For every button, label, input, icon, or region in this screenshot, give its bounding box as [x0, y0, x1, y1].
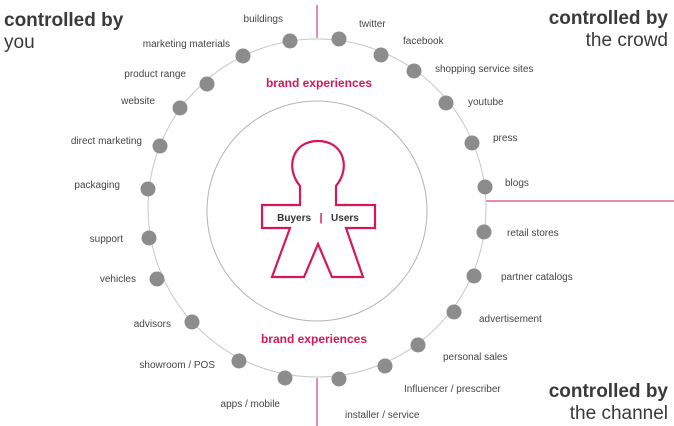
- corner-crowd-regular: the crowd: [585, 30, 668, 51]
- touchpoint-label: Influencer / prescriber: [404, 384, 501, 395]
- brand-experiences-bottom: brand experiences: [261, 332, 367, 346]
- touchpoint-dot: [477, 179, 493, 195]
- touchpoint-dot: [282, 33, 298, 49]
- inner-ring: [206, 100, 428, 322]
- touchpoint-dots: [140, 31, 493, 387]
- touchpoint-dot: [184, 314, 200, 330]
- corner-channel-bold: controlled by: [548, 381, 668, 402]
- touchpoint-dot: [377, 358, 393, 374]
- touchpoint-label: advertisement: [479, 314, 542, 325]
- corner-label-you: controlled by you: [4, 10, 123, 54]
- corner-label-crowd: controlled by the crowd: [549, 8, 668, 52]
- touchpoint-label: vehicles: [100, 274, 136, 285]
- corner-you-bold: controlled by: [4, 10, 124, 31]
- touchpoint-label: product range: [124, 69, 186, 80]
- center-label-buyers: Buyers: [277, 213, 311, 224]
- touchpoint-dot: [149, 271, 165, 287]
- touchpoint-label: apps / mobile: [221, 399, 281, 410]
- touchpoint-labels: buildings marketing materials product rang…: [71, 14, 573, 421]
- touchpoint-label: press: [493, 133, 517, 144]
- center-label: Buyers | Users: [277, 208, 359, 225]
- touchpoint-dot: [476, 224, 492, 240]
- touchpoint-dot: [199, 76, 215, 92]
- touchpoint-label: partner catalogs: [501, 272, 573, 283]
- outer-ring: [147, 38, 487, 378]
- corner-label-channel: controlled by the channel: [549, 381, 668, 425]
- corner-crowd-bold: controlled by: [548, 8, 668, 29]
- touchpoint-dot: [410, 337, 426, 353]
- corner-you-regular: you: [4, 32, 35, 53]
- touchpoint-dot: [331, 31, 347, 47]
- touchpoint-dot: [172, 100, 188, 116]
- touchpoint-dot: [464, 135, 480, 151]
- touchpoint-label: direct marketing: [71, 136, 142, 147]
- touchpoint-dot: [277, 370, 293, 386]
- touchpoint-label: buildings: [244, 14, 283, 25]
- touchpoint-label: packaging: [74, 180, 120, 191]
- touchpoint-dot: [235, 48, 251, 64]
- touchpoint-dot: [331, 371, 347, 387]
- touchpoint-label: retail stores: [507, 228, 559, 239]
- brand-experiences-top: brand experiences: [266, 76, 372, 90]
- touchpoint-dot: [466, 268, 482, 284]
- touchpoint-label: website: [120, 96, 155, 107]
- touchpoint-label: showroom / POS: [139, 360, 215, 371]
- corner-channel-regular: the channel: [569, 403, 668, 424]
- touchpoint-label: personal sales: [443, 352, 507, 363]
- center-label-separator: |: [320, 212, 323, 224]
- touchpoint-dot: [152, 138, 168, 154]
- touchpoint-label: advisors: [134, 319, 171, 330]
- touchpoint-label: blogs: [505, 178, 529, 189]
- touchpoint-dot: [140, 181, 156, 197]
- touchpoint-dot: [406, 63, 422, 79]
- touchpoint-dot: [231, 353, 247, 369]
- touchpoint-label: support: [90, 234, 124, 245]
- touchpoint-dot: [141, 230, 157, 246]
- person-icon: [260, 139, 377, 279]
- touchpoint-label: facebook: [403, 36, 445, 47]
- touchpoint-label: youtube: [468, 97, 504, 108]
- center-label-users: Users: [331, 213, 359, 224]
- touchpoint-label: installer / service: [345, 410, 420, 421]
- touchpoint-dot: [446, 304, 462, 320]
- touchpoint-label: twitter: [359, 19, 386, 30]
- touchpoint-label: shopping service sites: [435, 64, 533, 75]
- touchpoint-dot: [438, 95, 454, 111]
- touchpoint-label: marketing materials: [143, 39, 230, 50]
- touchpoint-dot: [373, 47, 389, 63]
